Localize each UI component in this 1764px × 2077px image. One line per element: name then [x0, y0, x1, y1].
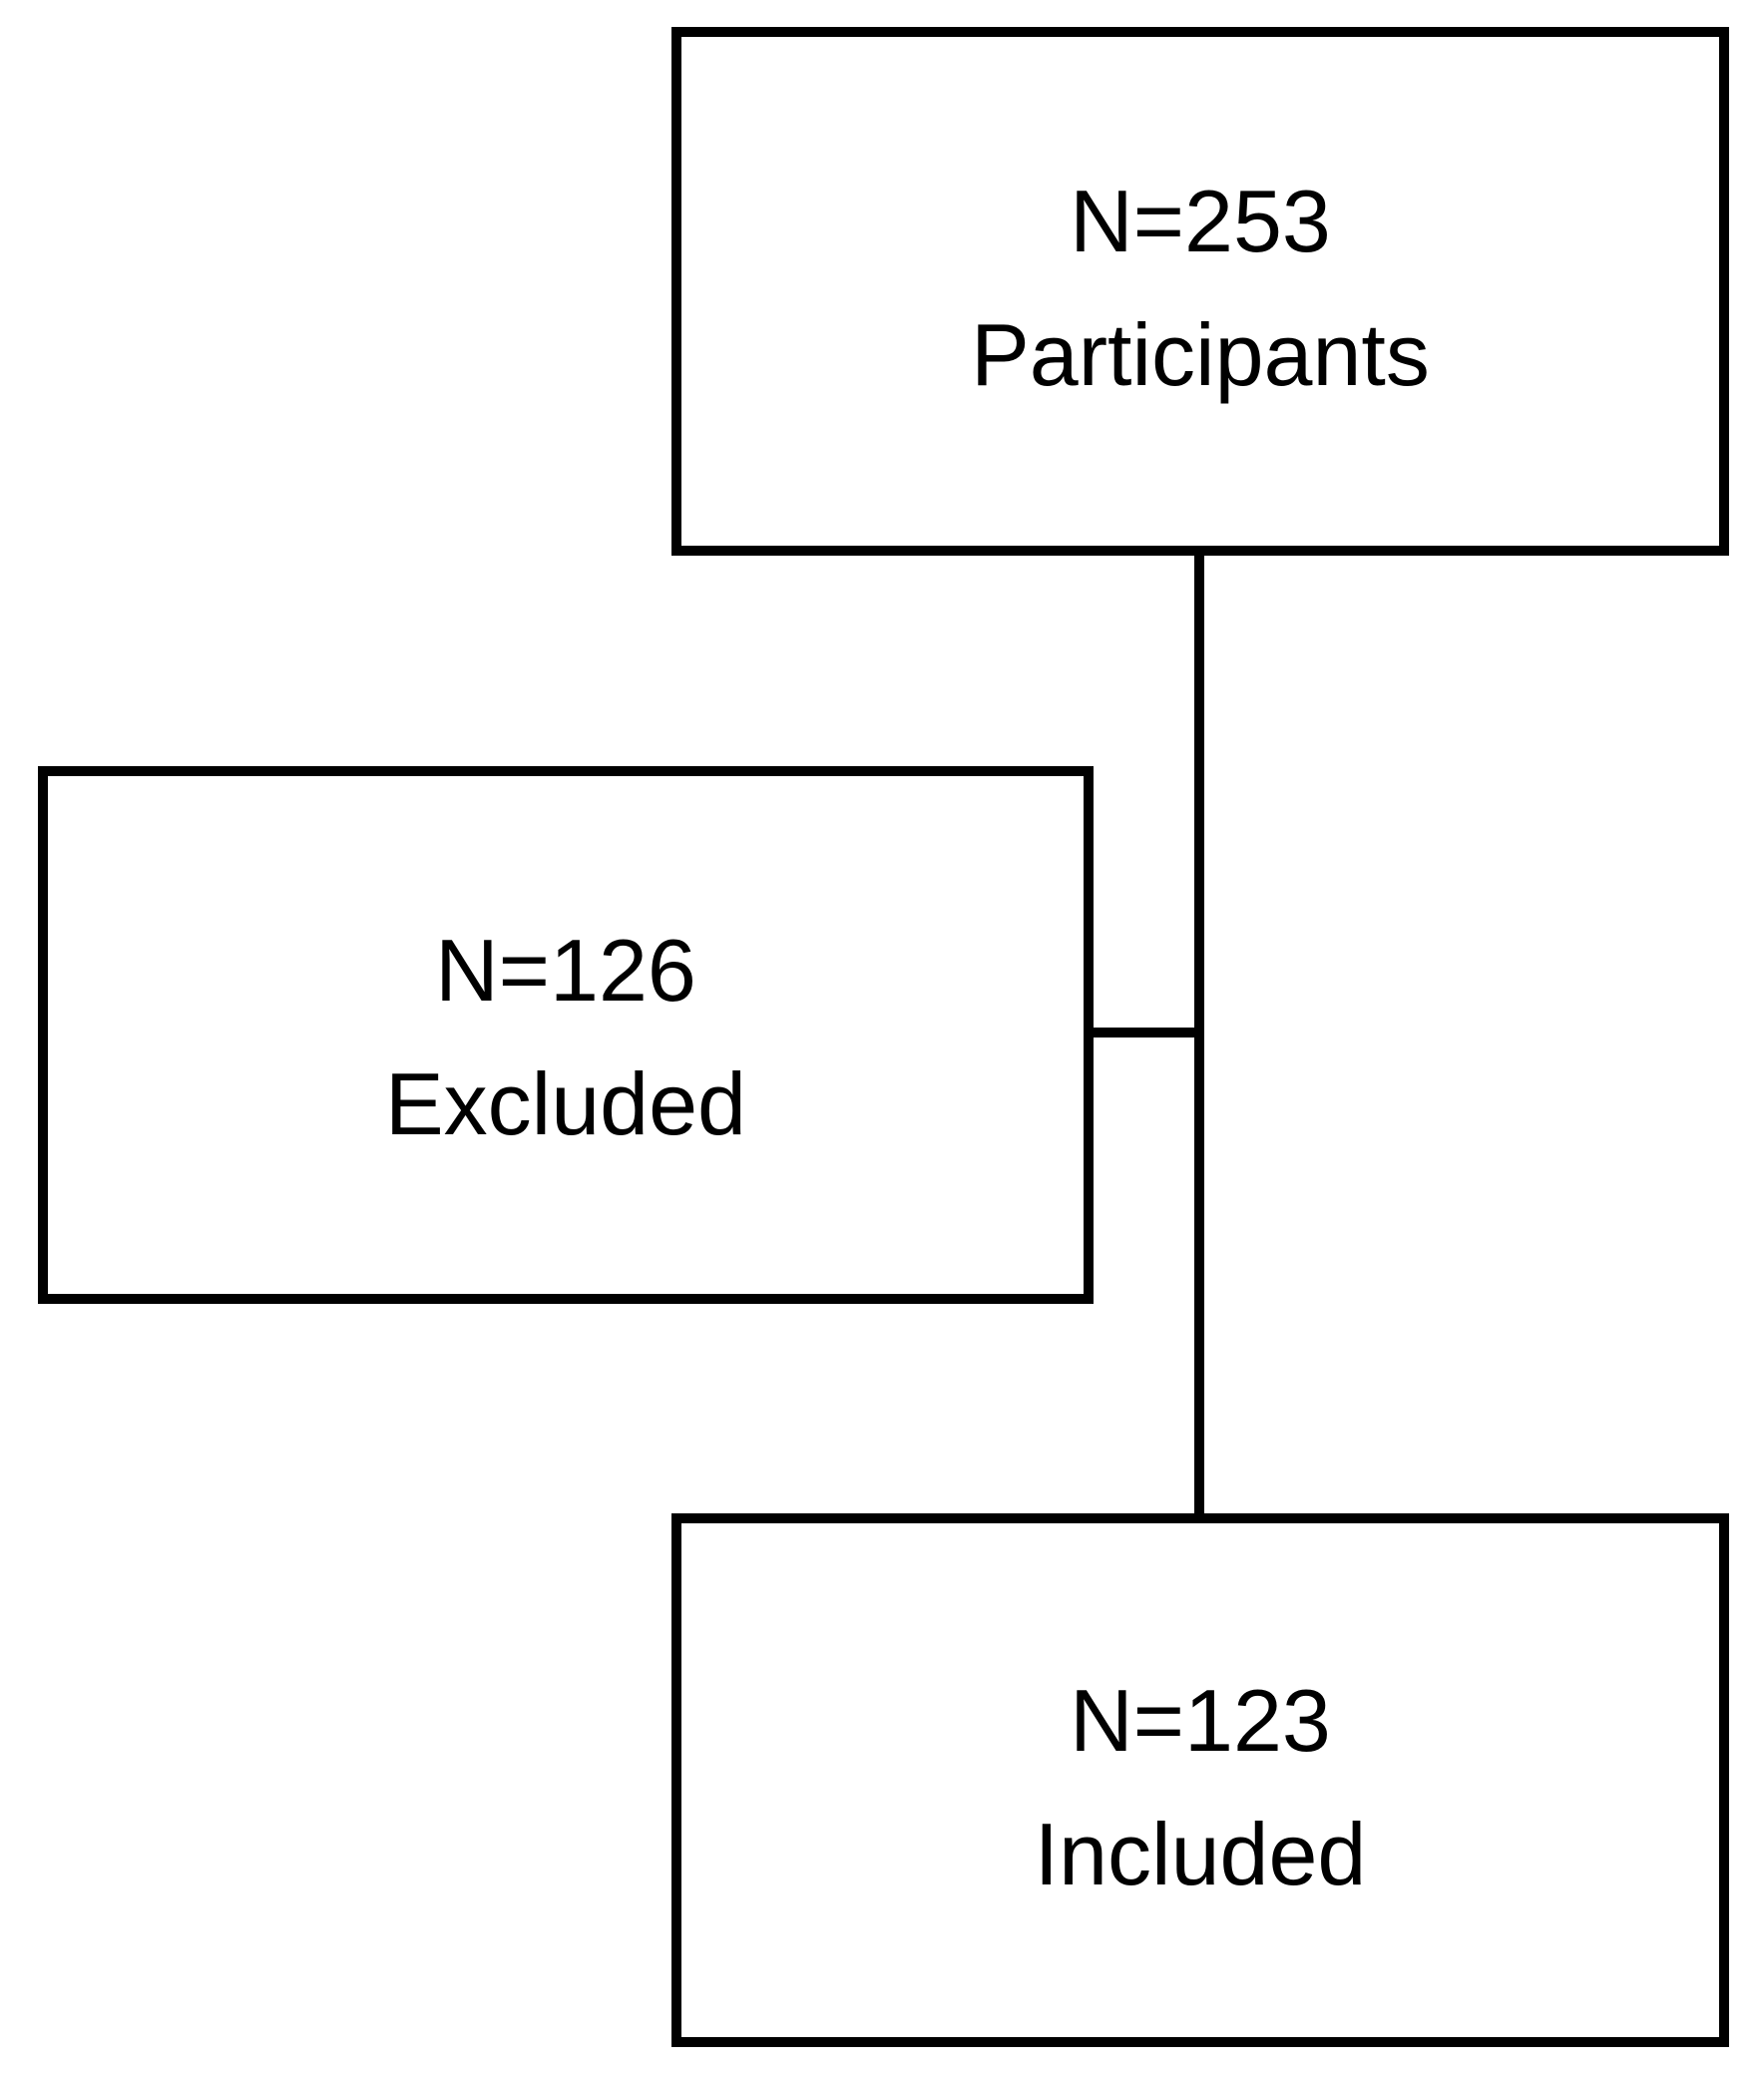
node-box-participants: N=253 Participants — [671, 27, 1729, 556]
node-text-participants: N=253 Participants — [971, 155, 1430, 422]
node-box-excluded: N=126 Excluded — [38, 766, 1094, 1304]
node-text-excluded: N=126 Excluded — [385, 904, 746, 1171]
node-included-label: Included — [1034, 1804, 1367, 1903]
node-participants-count: N=253 — [1070, 172, 1331, 271]
node-excluded-label: Excluded — [384, 1053, 746, 1153]
connector-horizontal-to-excluded-box — [1084, 1028, 1199, 1038]
node-box-included: N=123 Included — [671, 1513, 1729, 2047]
node-excluded-count: N=126 — [435, 920, 696, 1020]
node-participants-label: Participants — [971, 305, 1430, 404]
node-text-included: N=123 Included — [1035, 1654, 1367, 1921]
connector-vertical-participants-to-included — [1194, 547, 1204, 1519]
node-included-count: N=123 — [1070, 1670, 1331, 1770]
